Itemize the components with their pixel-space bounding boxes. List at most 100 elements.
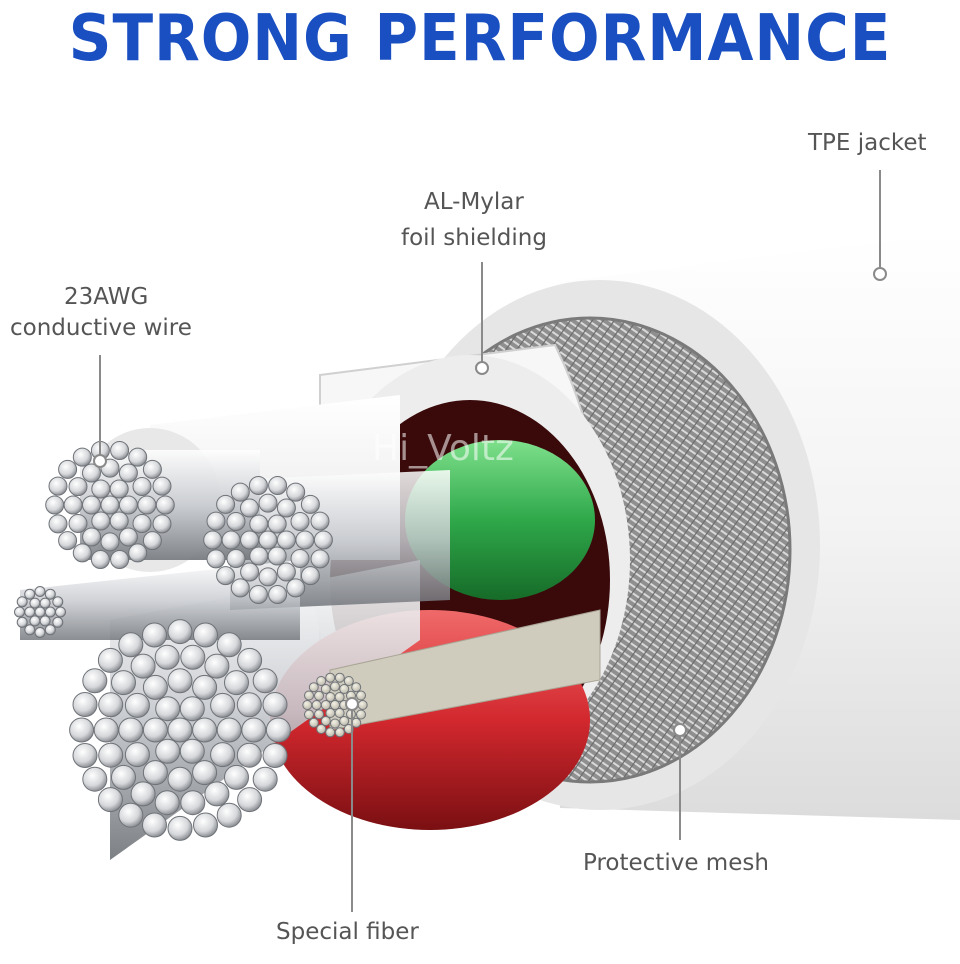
strand-end-top-left [90,550,110,569]
strand-end-top-left [100,532,120,552]
special-fiber-end [356,709,366,720]
dot-special-fiber [345,697,359,711]
strand-end-top-left [152,476,172,496]
strand-end-top-mid [226,512,246,531]
strand-end-small-left [44,588,56,600]
strand-end-top-left [91,479,111,499]
strand-end-top-mid [310,549,330,569]
strand-end-top-left [118,495,138,515]
strand-end-top-left [58,459,78,479]
strand-end-large [93,717,119,743]
strand-end-large [82,668,108,694]
label-tpe-jacket: TPE jacket [808,130,927,156]
strand-end-large [130,653,156,679]
special-fiber-end [320,716,331,726]
strand-end-small-left [24,606,36,618]
strand-end-large [224,670,249,696]
strand-end-top-mid [226,549,246,568]
strand-end-top-mid [276,498,296,518]
dot-protective-mesh [673,723,687,737]
strand-end-large [237,787,263,813]
strand-end-small-left [16,616,28,628]
special-fiber-end [311,700,322,710]
green-insulation [405,440,595,600]
strand-end-top-mid [276,530,296,550]
special-fiber-end [330,718,340,729]
strand-end-top-mid [290,512,310,531]
strand-end-top-left [45,495,65,515]
strand-end-top-mid [267,546,287,566]
strand-end-large [252,668,278,694]
strand-end-top-mid [248,585,268,604]
strand-end-top-left [110,550,130,569]
strand-end-large [118,632,144,658]
strand-end-large [192,717,218,743]
strand-end-large [262,743,288,768]
label-al-mylar-line1: AL-Mylar [424,189,524,215]
strand-end-large [167,668,193,694]
strand-end-top-left [118,527,138,547]
special-fiber-end [314,709,324,720]
special-fiber-end [316,724,327,734]
strand-end-small-left [34,627,46,638]
special-fiber-end [351,717,362,728]
special-fiber-end [314,690,324,701]
strand-end-small-left [24,588,36,600]
strand-end-top-left [109,511,129,531]
strand-end-large [204,781,230,807]
label-protective-mesh: Protective mesh [583,850,769,876]
strand-end-top-left [128,447,148,467]
strand-end-top-mid [249,546,269,566]
strand-end-large [236,742,262,768]
special-fiber-end [334,727,345,738]
strand-end-top-mid [313,530,333,550]
special-fiber-end [320,684,331,694]
strand-end-large [124,692,150,718]
strand-end-large [142,812,167,838]
label-al-mylar-line2: foil shielding [401,225,547,251]
strand-end-top-mid [286,578,306,598]
strand-end-top-mid [310,511,330,531]
strand-end-top-mid [290,549,310,568]
strand-end-large [210,742,236,768]
strand-end-large [97,647,123,673]
dot-conductive-wire [93,454,107,468]
strand-end-large [237,647,263,673]
strand-end-top-left [155,495,175,515]
special-fiber-end [334,672,345,683]
strand-end-small-left [29,597,41,609]
strand-end-top-mid [206,549,226,569]
strand-end-large [98,742,124,768]
strand-end-top-left [109,479,129,499]
strand-end-small-left [34,586,46,597]
strand-end-top-mid [230,578,250,598]
strand-end-top-left [91,511,111,531]
strand-end-top-left [72,447,92,467]
special-fiber-end [334,692,345,702]
strand-end-top-mid [267,514,287,534]
strand-end-large [193,622,218,648]
strand-end-large [224,764,249,790]
strand-end-small-left [29,615,41,627]
strand-end-top-mid [216,494,236,514]
strand-end-top-mid [268,585,288,604]
special-fiber-end [304,709,314,720]
strand-end-large [97,787,123,813]
strand-end-top-mid [240,498,259,518]
special-fiber-end [339,684,350,694]
strand-end-top-left [118,463,138,483]
leader-lines [99,170,881,912]
strand-end-large [210,692,236,718]
strand-end-top-left [142,531,162,551]
strand-end-small-left [16,596,28,608]
watermark: Hi_Voltz [372,428,514,469]
strand-end-large [124,742,150,768]
strand-end-top-mid [216,566,236,586]
special-fiber-end [334,708,345,718]
strand-end-large [82,766,108,792]
strand-end-large [118,717,144,743]
strand-end-top-mid [230,482,250,502]
strand-end-small-left [52,596,64,608]
strand-end-top-left [68,514,88,533]
